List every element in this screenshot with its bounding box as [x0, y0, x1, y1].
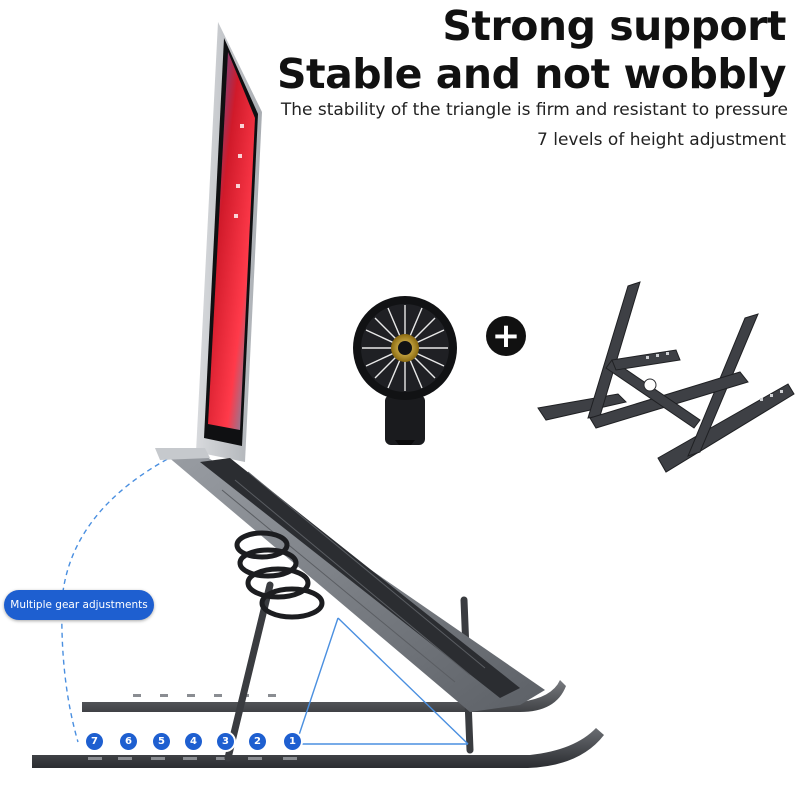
laptop-deck — [155, 448, 545, 712]
height-level-6: 6 — [120, 733, 137, 750]
fan-icon — [353, 296, 457, 445]
stand-icon — [537, 281, 795, 473]
gear-adjustments-badge: Multiple gear adjustments — [4, 590, 154, 620]
height-level-1: 1 — [284, 733, 301, 750]
height-level-3: 3 — [217, 733, 234, 750]
height-level-7: 7 — [86, 733, 103, 750]
height-level-4: 4 — [185, 733, 202, 750]
headline-strong-support: Strong support — [442, 2, 786, 50]
height-level-5: 5 — [153, 733, 170, 750]
laptop-screen — [196, 22, 262, 462]
stand-base — [32, 680, 604, 768]
subtext-height-levels: 7 levels of height adjustment — [537, 130, 786, 150]
subtext-stability: The stability of the triangle is firm an… — [280, 100, 788, 120]
coil-fan — [234, 530, 325, 620]
height-level-2: 2 — [249, 733, 266, 750]
headline-stable: Stable and not wobbly — [276, 50, 787, 98]
plus-icon: + — [486, 316, 526, 356]
